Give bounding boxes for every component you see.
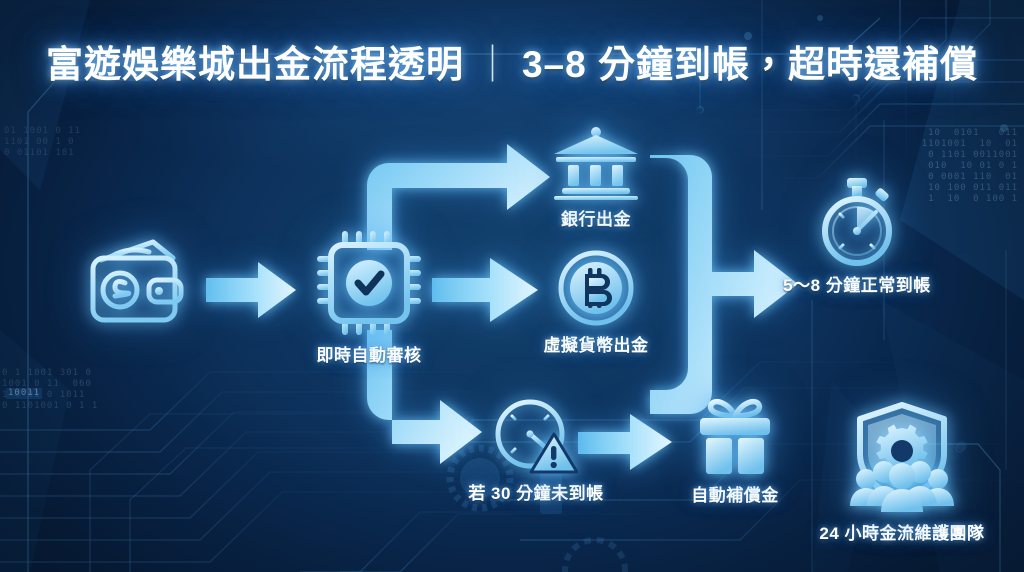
binary-text-top-left: 01 1001 0 11 1101 00 1 0 0 01101 101 (4, 126, 82, 158)
node-wallet (78, 236, 208, 328)
node-compensate: 自動補償金 (664, 396, 806, 506)
connector-delay-to-compensate (578, 414, 672, 470)
circuit-traces-bottom-left (0, 358, 1024, 572)
cpu-check-icon (317, 231, 421, 335)
page-title-part2: 3–8 分鐘到帳，超時還補償 (521, 44, 978, 85)
connector-merge-to-arrival (650, 155, 798, 414)
node-compensate-label: 自動補償金 (691, 486, 779, 505)
node-crypto-label: 虛擬貨幣出金 (543, 336, 649, 355)
page-title-part1: 富遊娛樂城出金流程透明 (45, 44, 464, 85)
circuit-pads-bottom-left (446, 440, 967, 572)
title-separator: ｜ (473, 44, 512, 85)
node-review: 即時自動審核 (294, 230, 444, 366)
node-bank: 銀行出金 (532, 126, 660, 230)
node-delay-label: 若 30 分鐘未到帳 (468, 484, 604, 503)
stopwatch-icon (822, 178, 892, 266)
corner-frame-lines (27, 17, 1001, 572)
node-team: 24 小時金流維護團隊 (796, 402, 1008, 544)
binary-text-top-right: 10 0101 011 1101001 10 01 0 1101 0011001… (921, 128, 1018, 204)
shield-gear-people-icon (850, 402, 954, 512)
page-title: 富遊娛樂城出金流程透明｜3–8 分鐘到帳，超時還補償 (46, 34, 978, 88)
connector-review-to-crypto (432, 258, 538, 322)
connector-wallet-to-review (206, 262, 296, 318)
node-crypto: 虛擬貨幣出金 (520, 250, 672, 356)
binary-text-highlight: 10011 (6, 388, 43, 399)
gift-box-icon (700, 398, 770, 474)
wallet-money-icon (90, 239, 184, 323)
node-bank-label: 銀行出金 (561, 210, 631, 229)
connector-review-to-bank (367, 144, 550, 250)
title-bar: 富遊娛樂城出金流程透明｜3–8 分鐘到帳，超時還補償 (0, 34, 1024, 88)
node-team-label: 24 小時金流維護團隊 (819, 524, 985, 543)
node-review-label: 即時自動審核 (316, 346, 422, 365)
bank-icon (554, 127, 638, 200)
node-delay: 若 30 分鐘未到帳 (448, 398, 624, 504)
bitcoin-coin-icon (558, 250, 634, 326)
clock-warning-icon (495, 399, 578, 474)
connector-review-to-delay (367, 330, 482, 464)
header-glow (0, 0, 1024, 180)
node-arrival-label: 5〜8 分鐘正常到帳 (783, 276, 931, 295)
